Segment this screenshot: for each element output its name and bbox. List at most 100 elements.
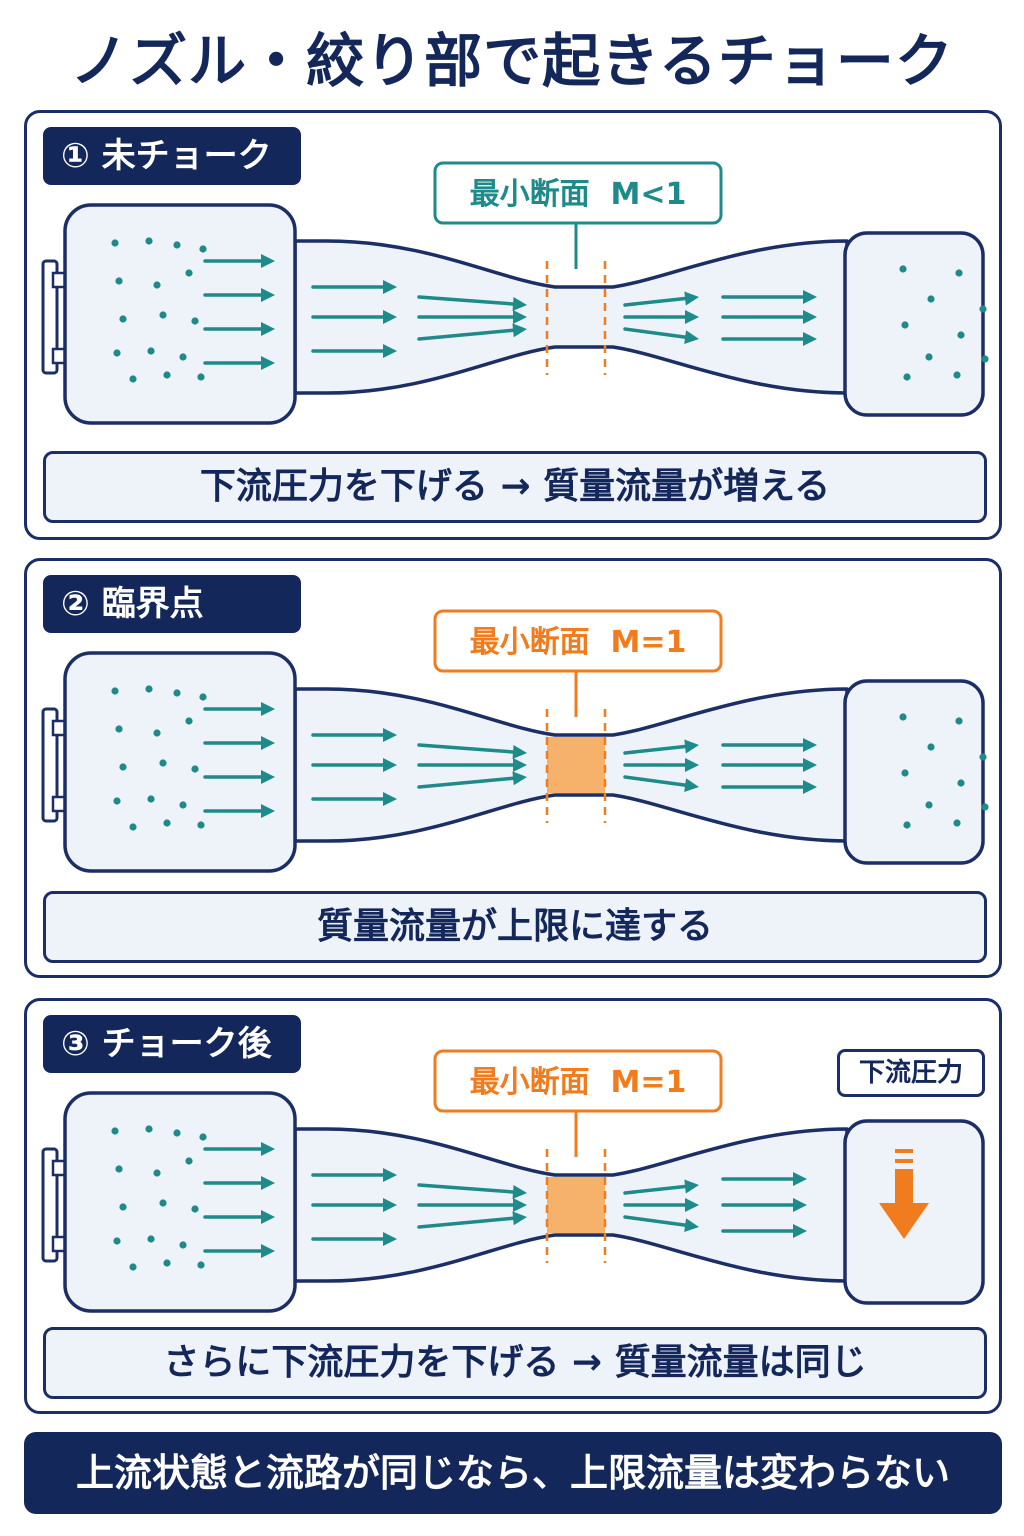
gas-particle bbox=[899, 713, 907, 721]
gas-particle bbox=[113, 349, 121, 357]
flow-arrow bbox=[623, 739, 699, 755]
nozzle-diagram: 最小断面 M=1 bbox=[41, 1049, 985, 1313]
flow-arrow bbox=[311, 758, 397, 772]
gas-particle bbox=[173, 1129, 181, 1137]
footer-summary: 上流状態と流路が同じなら、上限流量は変わらない bbox=[24, 1432, 1002, 1514]
flow-arrow bbox=[203, 804, 275, 818]
flange-bolt bbox=[51, 1235, 67, 1253]
flow-arrow bbox=[721, 1198, 807, 1212]
flow-arrow-head bbox=[684, 1218, 699, 1233]
flow-arrow bbox=[311, 344, 397, 358]
flow-arrow-shaft bbox=[417, 328, 515, 341]
gas-particle bbox=[901, 769, 909, 777]
flow-arrow bbox=[721, 758, 817, 772]
flow-arrow bbox=[721, 1172, 807, 1186]
flow-arrow-head bbox=[261, 770, 275, 784]
flow-arrow bbox=[203, 356, 275, 370]
downstream-pressure-label: 下流圧力 bbox=[837, 1049, 985, 1097]
flow-arrow bbox=[417, 758, 527, 772]
flow-arrow bbox=[721, 1224, 807, 1238]
flow-arrow-shaft bbox=[623, 327, 687, 339]
flow-arrow-shaft bbox=[417, 776, 515, 789]
flow-arrow bbox=[721, 780, 817, 794]
gas-particle bbox=[191, 765, 199, 773]
flow-arrow-head bbox=[685, 1198, 699, 1212]
nozzle-diagram: 最小断面 M<1 bbox=[41, 161, 989, 425]
flow-arrow bbox=[721, 310, 817, 324]
gas-particle bbox=[119, 315, 127, 323]
panel-choked: ③ チョーク後 下流圧力 最小断面 M=1 さらに下流圧力を下げる → 質量流量… bbox=[24, 998, 1002, 1414]
flow-arrow-head bbox=[261, 702, 275, 716]
flow-arrow-head bbox=[684, 291, 699, 306]
panel-heading: ③ チョーク後 bbox=[43, 1015, 301, 1073]
flow-arrow bbox=[623, 1215, 699, 1233]
flow-arrow-head bbox=[793, 1172, 807, 1186]
flow-arrow bbox=[203, 254, 275, 268]
flow-arrow-shaft bbox=[623, 744, 687, 755]
flow-arrow bbox=[203, 1142, 275, 1156]
flow-arrow-head bbox=[261, 1142, 275, 1156]
gas-particle bbox=[981, 803, 989, 811]
gas-particle bbox=[129, 823, 137, 831]
flow-arrow-head bbox=[261, 288, 275, 302]
flow-arrow-head bbox=[261, 254, 275, 268]
flow-arrow-head bbox=[684, 739, 699, 754]
throat-callout: 最小断面 M<1 bbox=[433, 161, 723, 269]
flow-arrow bbox=[623, 1198, 699, 1212]
gas-particle bbox=[197, 1261, 205, 1269]
inlet-flange bbox=[41, 707, 59, 823]
gas-particle bbox=[115, 725, 123, 733]
gas-particle bbox=[163, 371, 171, 379]
gas-particle bbox=[953, 819, 961, 827]
gas-particle bbox=[955, 269, 963, 277]
panel-caption: さらに下流圧力を下げる → 質量流量は同じ bbox=[43, 1327, 987, 1399]
flow-arrow-head bbox=[261, 804, 275, 818]
flow-arrow bbox=[203, 1210, 275, 1224]
upstream-tank bbox=[63, 203, 297, 425]
gas-particle bbox=[145, 685, 153, 693]
gas-particle bbox=[955, 717, 963, 725]
flow-arrow bbox=[311, 1232, 397, 1246]
flow-arrow-head bbox=[261, 1210, 275, 1224]
gas-particle bbox=[191, 1205, 199, 1213]
flow-arrow bbox=[203, 322, 275, 336]
flow-arrow-shaft bbox=[623, 1184, 687, 1195]
flow-arrow-head bbox=[261, 356, 275, 370]
throat-callout-box bbox=[433, 161, 723, 225]
gas-particle bbox=[179, 1241, 187, 1249]
gas-particle bbox=[153, 1169, 161, 1177]
flow-arrow-head bbox=[383, 1232, 397, 1246]
gas-particle bbox=[199, 1133, 207, 1141]
throat-label: 最小断面 M=1 bbox=[470, 625, 687, 660]
flow-arrow-head bbox=[261, 322, 275, 336]
gas-particle bbox=[147, 795, 155, 803]
flow-arrow bbox=[721, 738, 817, 752]
throat-label: 最小断面 M=1 bbox=[470, 1065, 687, 1100]
flange-bolt bbox=[51, 719, 67, 737]
gas-particle bbox=[163, 1259, 171, 1267]
flow-arrow-head bbox=[383, 280, 397, 294]
gas-particle bbox=[111, 687, 119, 695]
flow-arrow-head bbox=[513, 1198, 527, 1212]
flow-arrow bbox=[203, 1176, 275, 1190]
throat-callout-box bbox=[433, 1049, 723, 1113]
upstream-tank bbox=[63, 1091, 297, 1313]
flow-arrow bbox=[623, 291, 699, 307]
gas-particle bbox=[153, 281, 161, 289]
gas-particle bbox=[113, 797, 121, 805]
gas-particle bbox=[979, 305, 987, 313]
flow-arrow bbox=[203, 702, 275, 716]
inlet-flange bbox=[41, 1147, 59, 1263]
flow-arrow-head bbox=[684, 778, 699, 793]
gas-particle bbox=[925, 353, 933, 361]
gas-particle bbox=[173, 241, 181, 249]
flange-bolt bbox=[51, 1159, 67, 1177]
down-arrow-dash bbox=[895, 1159, 913, 1163]
gas-particle bbox=[113, 1237, 121, 1245]
flow-arrow bbox=[623, 327, 699, 345]
gas-particle bbox=[185, 717, 193, 725]
flow-arrow bbox=[417, 295, 527, 311]
flow-arrow-head bbox=[383, 758, 397, 772]
flow-arrow-shaft bbox=[623, 775, 687, 787]
flow-arrow-head bbox=[793, 1198, 807, 1212]
